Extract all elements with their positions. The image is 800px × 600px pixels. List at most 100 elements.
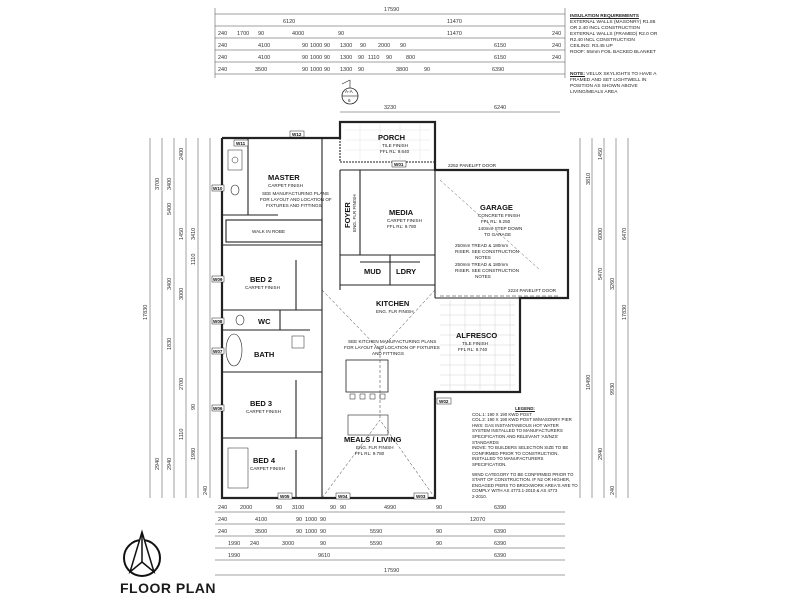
notes-line: OR 2.40 INCL CONSTRUCTION: [570, 26, 640, 31]
notes-heading: INSULATION REQUIREMENTS: [570, 14, 639, 19]
bottom-dim-r4-5: 90: [436, 541, 442, 547]
top-dim-r5-4: 90: [324, 67, 330, 73]
left-dim-3: 2400: [179, 148, 185, 160]
bottom-dim-r1-7: 90: [436, 505, 442, 511]
window-tag-w10: W10: [213, 186, 223, 191]
left-dim-2: 3400: [167, 178, 173, 190]
left-dim-0: 17830: [143, 305, 149, 320]
top-dim-r2-5: 11470: [447, 31, 462, 37]
room-porch: PORCH TILE FINISH FFL RL: 9.640: [378, 133, 410, 154]
bed4-robe: [227, 447, 249, 489]
right-dim-1: 1450: [598, 148, 604, 160]
top-dim-2: 11470: [447, 19, 462, 25]
bottom-dim-r4-4: 5590: [370, 541, 382, 547]
media-finish: CARPET FINISH: [387, 218, 422, 223]
legend-line: 2-2010.: [472, 493, 487, 499]
master-note2: FOR LAYOUT AND LOCATION OF: [260, 197, 332, 202]
right-dim-3: 6470: [622, 228, 628, 240]
porch-finish: TILE FINISH: [382, 143, 408, 148]
top-dim-r3-3: 1000: [310, 43, 322, 49]
top-overall-dim: 17590: [384, 7, 399, 13]
panelift-top: 2252 PANELIFT DOOR: [448, 163, 497, 168]
bottom-dimension-chain: [215, 511, 565, 576]
window-tag-w12: W12: [292, 132, 302, 137]
note-line: VELUX SKYLIGHTS TO HAVE A: [586, 72, 657, 77]
media-label: MEDIA: [389, 208, 414, 217]
panelift-bottom: 2224 PANELIFT DOOR: [508, 288, 557, 293]
left-dim-14: 240: [203, 486, 209, 495]
bed2-label: BED 2: [250, 275, 272, 284]
bottom-dim-r1-2: 90: [276, 505, 282, 511]
top-dim-r2-2: 90: [258, 31, 264, 37]
left-dim-10: 1830: [167, 338, 173, 350]
right-dim-7: 2940: [598, 448, 604, 460]
top-dim-r4-1: 4100: [258, 55, 270, 61]
bar-stools: [349, 393, 386, 400]
top-dim-r2-4: 90: [338, 31, 344, 37]
top-dim-r2-3: 4000: [292, 31, 304, 37]
window-tag-w02: W02: [439, 399, 449, 404]
internal-walls: [222, 121, 520, 498]
alfresco-tile-hatch: [440, 300, 515, 390]
dining-table: [347, 414, 389, 436]
tread1c: NOTES: [475, 255, 491, 260]
alfresco-label: ALFRESCO: [456, 331, 497, 340]
legend-line: COL.2: 190 X 190 KWD POST W/MASONRY PIER: [472, 417, 572, 423]
top-dim-r4-11: 240: [552, 55, 561, 61]
section-marker: A-A 6: [341, 79, 359, 105]
bottom-dim-r5-0: 1990: [228, 553, 240, 559]
window-tag-w07: W07: [213, 349, 223, 354]
legend-line: SYSTEM INSTALLED TO MANUFACTURERS: [472, 428, 563, 434]
legend-heading: LEGEND:: [515, 406, 535, 411]
room-master: MASTER CARPET FINISH SEE MANUFACTURING P…: [252, 173, 332, 234]
left-dim-11: 2940: [155, 458, 161, 470]
bottom-dim-r1-8: 6390: [494, 505, 506, 511]
legend-line: STANDARDS: [472, 439, 499, 445]
right-dim-8: 17830: [622, 305, 628, 320]
room-mud-ldry: MUD LDRY: [364, 267, 416, 276]
left-dim-13: 1110: [179, 429, 185, 440]
porch-dim-1: 3230: [384, 105, 396, 111]
notes-line: EXTERNAL WALLS (MASONRY) R1.86: [570, 20, 656, 25]
porch-dim-2: 6240: [494, 105, 506, 111]
section-number: 6: [348, 98, 351, 103]
tread1b: RISER. SEE CONSTRUCTION: [455, 249, 519, 254]
top-dim-r4-9: 800: [406, 55, 415, 61]
bottom-dim-r1-4: 90: [330, 505, 336, 511]
bottom-dim-r3-5: 5590: [370, 529, 382, 535]
garage-label: GARAGE: [480, 203, 513, 212]
bottom-dim-r3-0: 240: [218, 529, 227, 535]
bottom-dim-r3-2: 90: [296, 529, 302, 535]
bottom-dimension-labels: 240 2000 90 3100 90 90 4990 90 6390 240 …: [218, 505, 506, 574]
left-dim-9: 3000: [179, 288, 185, 300]
master-note3: FIXTURES AND FITTINGS: [266, 203, 322, 208]
window-tag-w03: W03: [416, 494, 426, 499]
foyer-finish: ENG. FLR FINISH: [352, 194, 357, 232]
top-dim-r2-1: 1700: [237, 31, 249, 37]
master-note1: SEE MANUFACTURING PLANS: [262, 191, 329, 196]
kitchen-note1: SEE KITCHEN MANUFACTURING PLANS: [348, 339, 436, 344]
window-tag-w01: W01: [394, 162, 404, 167]
tread2: 250mm TREAD & 180mm: [455, 262, 508, 267]
top-dim-r5-3: 1000: [310, 67, 322, 73]
legend-line: ENGAGED PIERS TO BRICKWORK AREA'S ARE TO: [472, 482, 578, 488]
kitchen-label: KITCHEN: [376, 299, 409, 308]
top-dim-r5-5: 1300: [340, 67, 352, 73]
room-garage: GARAGE CONCRETE FINISH FFL RL: 9.250 140…: [448, 163, 557, 293]
window-tag-w05: W05: [280, 494, 290, 499]
garage-cross-1: [439, 179, 541, 271]
left-dim-1: 3700: [155, 178, 161, 190]
legend: LEGEND: COL.1: 190 X 190 KWD POST COL.2:…: [472, 406, 578, 500]
top-dim-r3-0: 240: [218, 43, 227, 49]
right-dim-10: 3260: [610, 278, 616, 290]
left-dim-4: 5400: [167, 203, 173, 215]
note-line: POSITION AS SHOWN ABOVE: [570, 84, 638, 89]
bottom-dim-r2-2: 90: [296, 517, 302, 523]
right-dimension-labels: 3810 1450 6000 6470 5470 10490 9930 2940…: [586, 148, 628, 495]
wc-label: WC: [258, 317, 271, 326]
bottom-dim-r2-0: 240: [218, 517, 227, 523]
bottom-dim-r5-1: 9610: [318, 553, 330, 559]
bottom-dim-r3-1: 3500: [255, 529, 267, 535]
bed4-label: BED 4: [253, 456, 276, 465]
